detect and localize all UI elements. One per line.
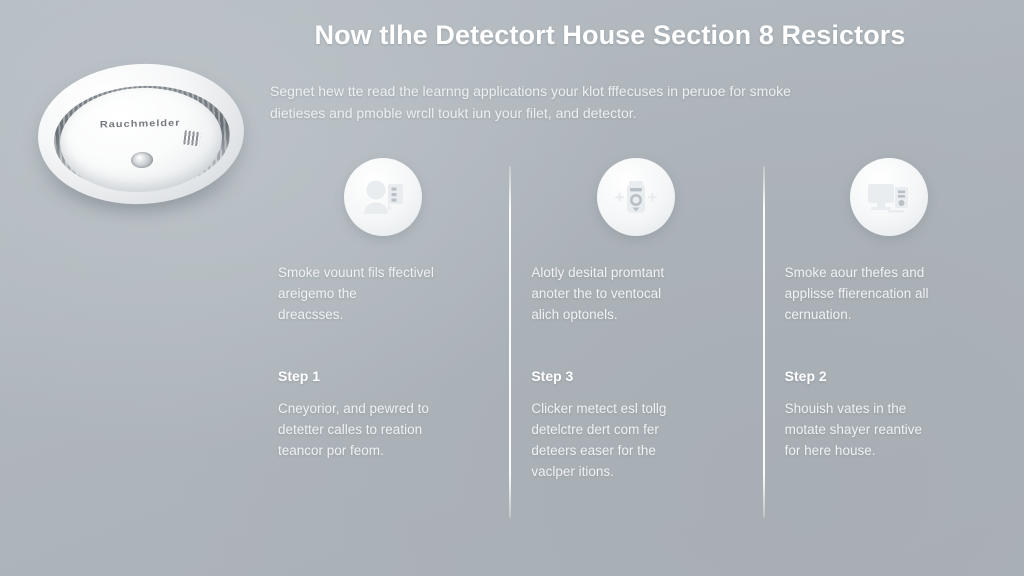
step-text-2-line-4: vaclper itions. [531,464,614,479]
step-text-2: Clicker metect esl tollg detelctre dert … [531,398,740,482]
detector-led-icon [130,151,154,170]
step-text-1: Cneyorior, and pewred to detetter calles… [278,398,487,461]
step-text-3-line-3: for here house. [784,443,876,458]
step-text-1-line-2: detetter calles to reation [278,422,423,437]
monitor-computer-icon [866,177,912,217]
step-text-2-line-3: deteers easer for the [531,443,656,458]
step-title-1: Step 1 [278,368,321,384]
icon-badge-1 [343,158,422,236]
step-text-2-line-2: detelctre dert com fer [531,422,659,437]
step-title-2: Step 3 [531,368,574,384]
detector-brand-label: Rauchmelder [99,118,181,131]
feature-description-2: Alotly desital promtant anoter the to ve… [531,262,740,346]
step-title-3: Step 2 [784,368,827,384]
step-text-2-line-1: Clicker metect esl tollg [531,401,667,416]
step-text-1-line-3: teancor por feom. [278,443,384,458]
feature-description-2-line-1: Alotly desital promtant [531,265,665,280]
step-text-3-line-1: Shouish vates in the [784,401,907,416]
page-subtitle-line-1: Segnet hew tte read the learnng applicat… [270,83,791,99]
page-subtitle-line-2: dietieses and pmoble wrcll toukt iun you… [270,105,637,121]
feature-columns: Smoke vouunt fils ffectivel areigemo the… [256,158,1016,518]
user-panel-icon [361,177,405,217]
step-text-3: Shouish vates in the motate shayer reant… [785,398,994,461]
page-title: Now tlhe Detectort House Section 8 Resic… [314,20,906,50]
smoke-detector-photo: Rauchmelder [24,58,256,218]
feature-description-1: Smoke vouunt fils ffectivel areigemo the… [278,262,487,346]
feature-description-1-line-3: dreacsses. [278,307,344,322]
content-area: Now tlhe Detectort House Section 8 Resic… [232,0,1024,576]
feature-description-3-line-3: cernuation. [784,307,852,322]
feature-description-3: Smoke aour thefes and applisse ffierenca… [785,262,994,346]
feature-description-2-line-2: anoter the to ventocal [531,286,662,301]
feature-column-1: Smoke vouunt fils ffectivel areigemo the… [256,158,509,482]
feature-description-2-line-3: alich optonels. [531,307,618,322]
step-text-1-line-1: Cneyorior, and pewred to [278,401,429,416]
feature-column-2: Alotly desital promtant anoter the to ve… [509,158,762,518]
feature-description-1-line-1: Smoke vouunt fils ffectivel [278,265,434,280]
feature-description-3-line-2: applisse ffierencation all [784,286,929,301]
barcode-mark-icon [183,130,201,147]
detector-device-icon [612,177,660,217]
feature-description-1-line-2: areigemo the [278,286,357,301]
step-text-3-line-2: motate shayer reantive [784,422,922,437]
page-subtitle: Segnet hew tte read the learnng applicat… [270,80,968,124]
icon-badge-3 [850,158,929,236]
icon-badge-2 [596,158,675,236]
feature-column-3: Smoke aour thefes and applisse ffierenca… [762,158,1016,518]
feature-description-3-line-1: Smoke aour thefes and [784,265,925,280]
